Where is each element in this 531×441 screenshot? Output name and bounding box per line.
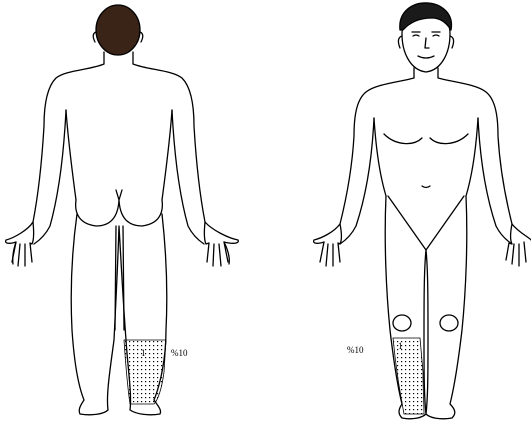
front-percent-label: %10 — [347, 345, 364, 355]
front-left-knee — [393, 315, 411, 331]
front-region-mark: 1 — [398, 341, 403, 351]
back-view-figure — [6, 5, 239, 415]
back-left-inner-arm — [34, 110, 66, 244]
front-torso-sides — [374, 118, 478, 196]
front-groin — [388, 196, 464, 250]
back-right-hand — [204, 222, 228, 266]
back-body-outline — [6, 52, 239, 264]
back-percent-label: %10 — [171, 348, 188, 358]
back-torso-sides — [66, 110, 172, 200]
front-left-inner-arm — [340, 118, 374, 244]
back-left-hand — [12, 222, 34, 266]
back-buttocks — [76, 190, 163, 226]
back-region-mark: 1 — [141, 348, 146, 358]
front-legs-outline — [385, 196, 467, 419]
front-body-outline — [314, 68, 531, 243]
front-right-inner-arm — [478, 118, 512, 244]
front-chest — [384, 134, 468, 144]
front-right-hand — [506, 224, 526, 266]
front-navel — [422, 186, 430, 188]
front-view-figure — [314, 3, 531, 419]
front-left-hand — [320, 224, 342, 266]
back-head-hair — [96, 5, 140, 55]
front-right-knee — [440, 315, 458, 331]
back-right-inner-arm — [172, 110, 204, 244]
